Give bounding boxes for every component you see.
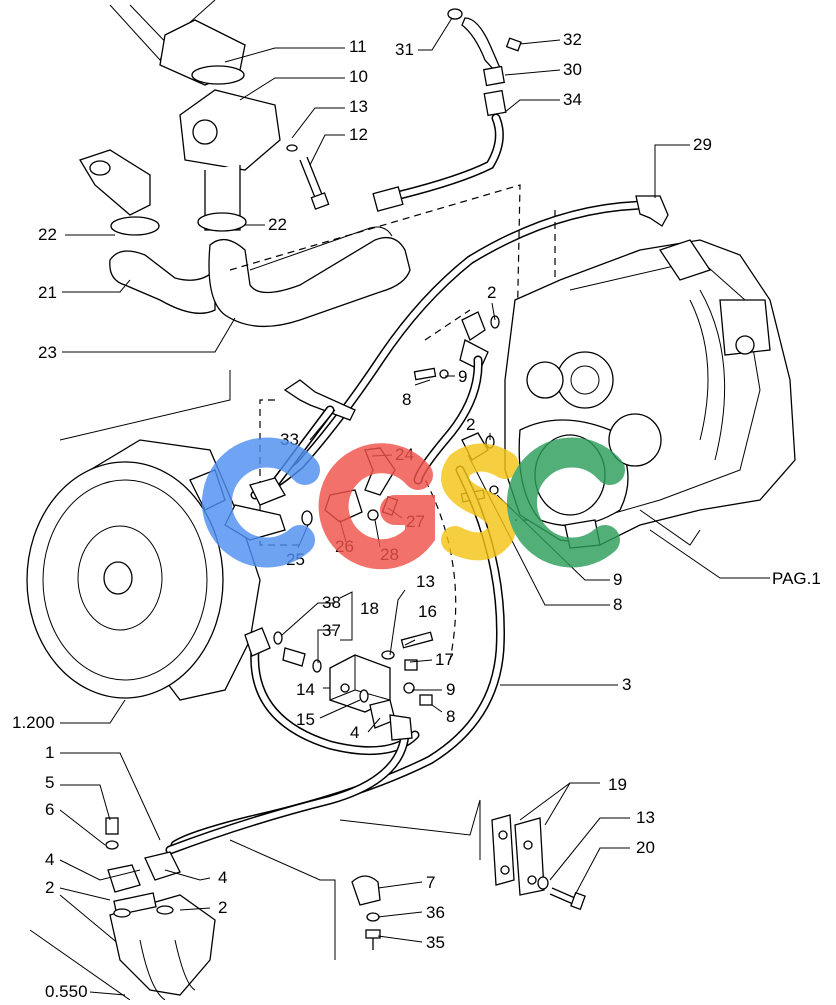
label-38: 38 xyxy=(322,593,341,612)
label-14: 14 xyxy=(296,680,315,699)
label-8: 8 xyxy=(402,390,411,409)
label-37: 37 xyxy=(322,621,341,640)
label-9: 9 xyxy=(446,680,455,699)
label-3: 3 xyxy=(622,675,631,694)
coolant-hoses xyxy=(109,226,411,328)
label-17: 17 xyxy=(435,650,454,669)
bolt-12 xyxy=(286,144,330,210)
clip-assembly xyxy=(351,875,381,950)
label-13: 13 xyxy=(349,97,368,116)
watermark-letter-c-blue xyxy=(201,437,320,568)
label-20: 20 xyxy=(636,838,655,857)
label-18: 18 xyxy=(360,599,379,618)
label-22: 22 xyxy=(268,215,287,234)
hose-1 xyxy=(165,627,420,855)
label-35: 35 xyxy=(426,933,445,952)
label-1: 1 xyxy=(45,743,54,762)
label-5: 5 xyxy=(45,773,54,792)
label-2: 2 xyxy=(218,898,227,917)
engine-outlet-housing xyxy=(109,0,281,231)
label-16: 16 xyxy=(418,602,437,621)
label-29: 29 xyxy=(693,135,712,154)
elbow-fitting xyxy=(79,149,247,236)
label-12: 12 xyxy=(349,125,368,144)
label-9: 9 xyxy=(613,570,622,589)
label-22: 22 xyxy=(38,225,57,244)
label-13: 13 xyxy=(416,572,435,591)
valve-block xyxy=(273,631,434,741)
label-7: 7 xyxy=(426,873,435,892)
label-2: 2 xyxy=(466,415,475,434)
label-pag1: PAG.1 xyxy=(772,569,821,588)
label-0550: 0.550 xyxy=(45,982,88,1000)
label-13: 13 xyxy=(636,808,655,827)
label-4: 4 xyxy=(350,723,359,742)
label-8: 8 xyxy=(446,707,455,726)
label-36: 36 xyxy=(426,903,445,922)
watermark-letter-g-red xyxy=(318,443,435,570)
transmission-housing xyxy=(504,239,796,549)
label-34: 34 xyxy=(563,90,582,109)
watermark-letter-c-green xyxy=(506,437,625,568)
label-31: 31 xyxy=(395,40,414,59)
label-11: 11 xyxy=(349,37,367,56)
hose-clamps xyxy=(491,814,586,911)
lower-manifold xyxy=(29,817,216,1001)
label-4: 4 xyxy=(218,868,227,887)
label-32: 32 xyxy=(563,30,582,49)
label-4: 4 xyxy=(45,850,54,869)
label-8: 8 xyxy=(613,595,622,614)
upper-return-hose xyxy=(372,8,522,212)
label-21: 21 xyxy=(38,283,57,302)
label-10: 10 xyxy=(349,67,368,86)
callout-labels: 11 10 13 12 22 22 21 23 31 32 30 34 29 2… xyxy=(12,30,821,1001)
label-1200: 1.200 xyxy=(12,713,55,732)
label-2: 2 xyxy=(487,283,496,302)
label-6: 6 xyxy=(45,800,54,819)
label-15: 15 xyxy=(296,710,315,729)
label-19: 19 xyxy=(608,775,627,794)
label-23: 23 xyxy=(38,343,57,362)
cgsc-watermark-logo xyxy=(201,437,625,570)
watermark-letter-s-yellow xyxy=(441,443,519,561)
label-30: 30 xyxy=(563,60,582,79)
label-2: 2 xyxy=(45,878,54,897)
label-9: 9 xyxy=(458,367,467,386)
